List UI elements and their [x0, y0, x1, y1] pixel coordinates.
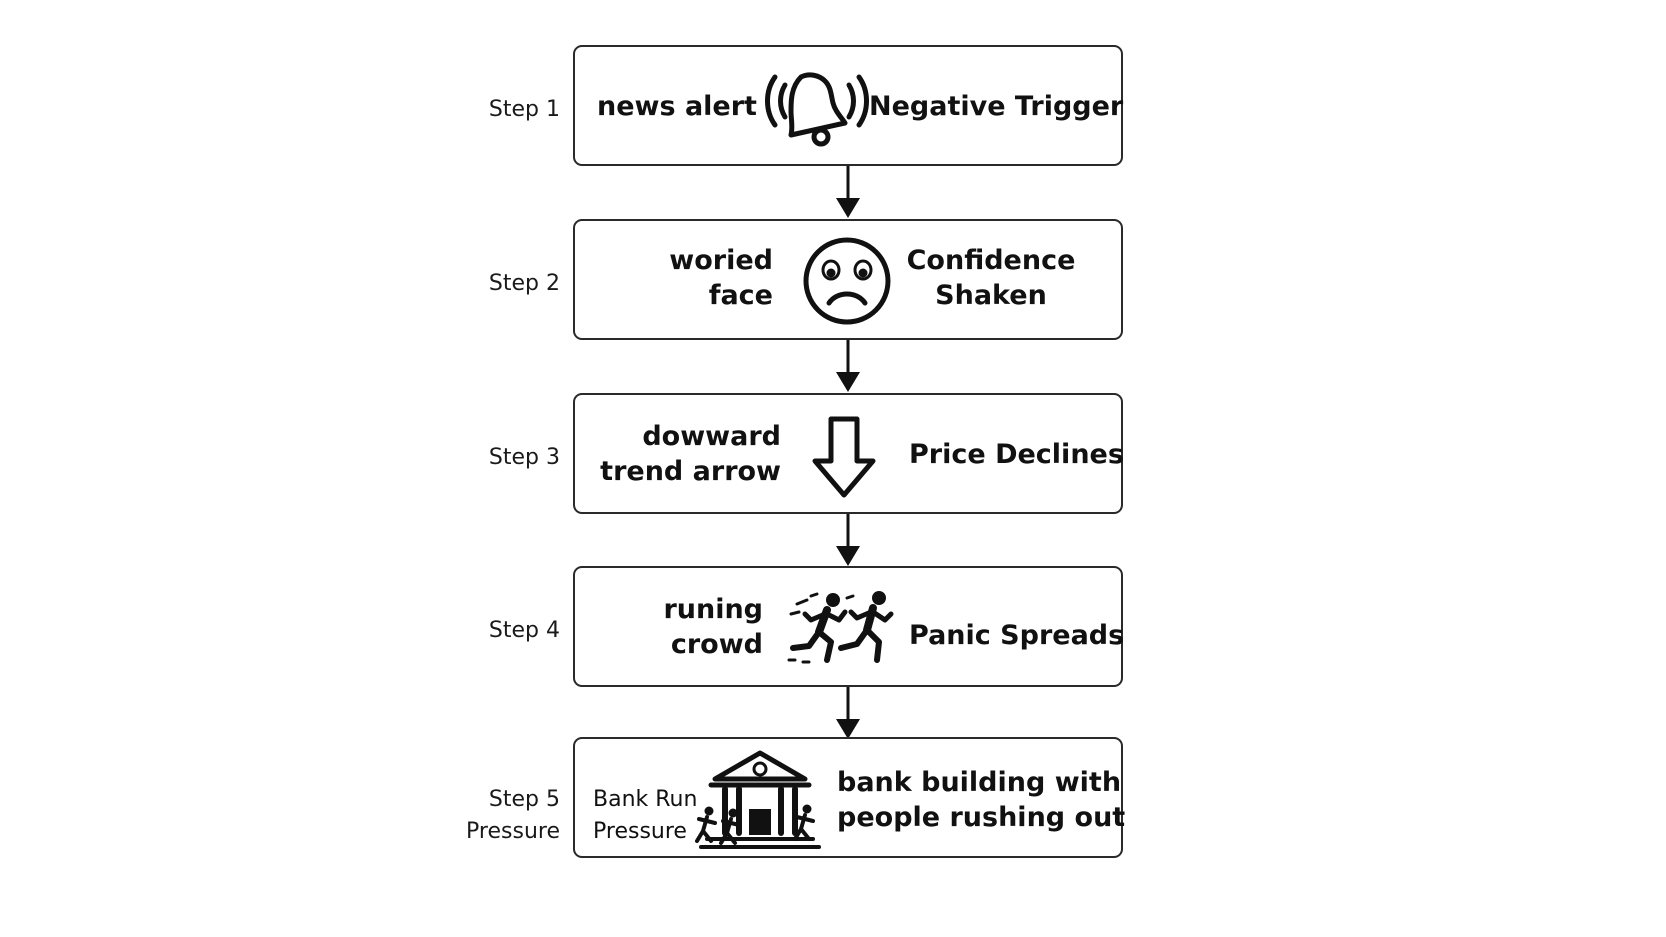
step-3-label: Step 3: [488, 445, 560, 470]
bank-building-icon: [695, 747, 825, 853]
connector-arrow-4: [836, 687, 860, 739]
step-2-right-line-1: Confidence: [906, 245, 1076, 276]
down-arrow-icon: [809, 415, 879, 499]
step-2-label: Step 2: [488, 271, 560, 296]
step-5-left-line-1: Bank Run: [593, 787, 698, 812]
step-4-box: runing crowd: [573, 566, 1125, 687]
step-3-box: dowward trend arrow Price Declines: [573, 393, 1124, 514]
step-5-label-line-2: Pressure: [466, 819, 560, 844]
step-5-left-line-2: Pressure: [593, 819, 687, 844]
step-1-label: Step 1: [488, 97, 560, 122]
step-5-label-line-1: Step 5: [488, 787, 560, 812]
running-people-icon: [783, 590, 897, 666]
connector-arrow-2: [836, 340, 860, 392]
connector-arrow-1: [836, 166, 860, 218]
step-5-right-line-2: people rushing out: [837, 802, 1126, 833]
step-1-left-text: news alert: [597, 91, 757, 122]
step-4-right-text: Panic Spreads: [909, 620, 1125, 651]
step-4-left-line-1: runing: [663, 594, 763, 625]
step-5-right-line-1: bank building with: [837, 767, 1122, 798]
step-3-left-line-1: dowward: [642, 421, 781, 452]
step-5-box: Bank Run Pressure: [573, 737, 1126, 858]
step-2-left-line-1: woried: [669, 245, 773, 276]
step-4-left-line-2: crowd: [670, 629, 763, 660]
step-1-box: news alert Negative Trigger: [573, 45, 1123, 166]
step-4-label: Step 4: [488, 618, 560, 643]
bell-alert-icon: [761, 65, 873, 147]
step-3-right-text: Price Declines: [909, 439, 1124, 470]
step-2-left-line-2: face: [708, 280, 773, 311]
worried-face-icon: [801, 235, 893, 327]
step-1-right-text: Negative Trigger: [869, 91, 1124, 122]
step-2-box: woried face Confidence Shaken: [573, 219, 1123, 340]
step-3-left-line-2: trend arrow: [600, 456, 781, 487]
step-2-right-line-2: Shaken: [935, 280, 1047, 311]
connector-arrow-3: [836, 514, 860, 566]
